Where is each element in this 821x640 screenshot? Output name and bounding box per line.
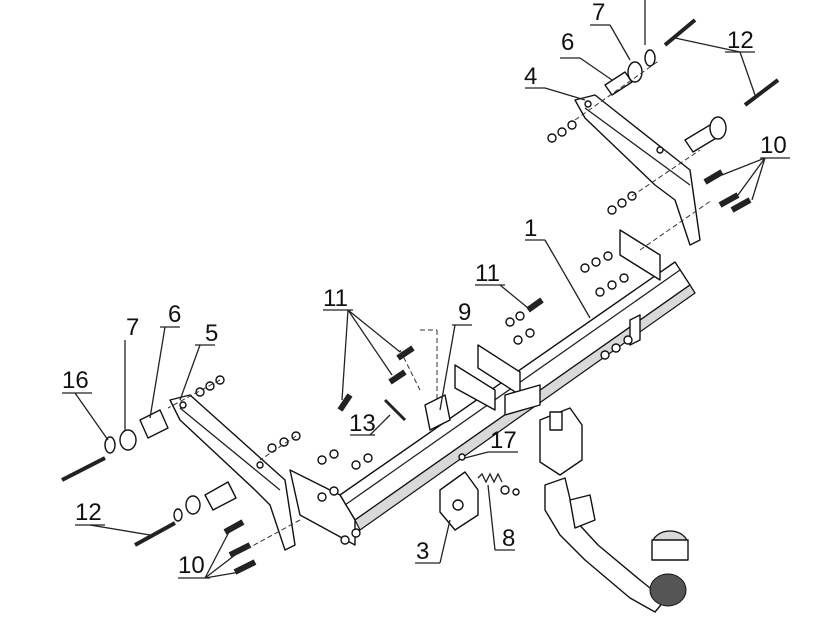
callout-3: 3: [416, 538, 429, 565]
callout-8: 8: [502, 525, 515, 552]
callout-16: 16: [62, 367, 89, 394]
callout-labels: 1 3 4 5 6 6 7 7 8 9 10 10 11 11 12 12 13…: [62, 0, 787, 579]
callout-12-right: 12: [727, 27, 754, 54]
callout-10-right: 10: [760, 132, 787, 159]
callout-7-left: 7: [126, 314, 139, 341]
callout-6-right: 6: [561, 29, 574, 56]
leader-lines: [62, 0, 790, 579]
long-bolts: [61, 18, 780, 547]
callout-17: 17: [490, 427, 517, 454]
callout-1: 1: [524, 215, 537, 242]
callout-4: 4: [524, 63, 537, 90]
main-crossbeam: [289, 229, 696, 546]
callout-11-left: 11: [323, 285, 348, 312]
callout-12-left: 12: [75, 499, 102, 526]
callout-6-left: 6: [168, 301, 181, 328]
short-bolts: [223, 169, 752, 575]
callout-9: 9: [458, 299, 471, 326]
spacers-right: [604, 49, 727, 153]
callout-11-right: 11: [475, 260, 500, 287]
callout-10-left: 10: [178, 552, 205, 579]
socket-plate: [439, 471, 479, 531]
towball-lock-housing: [539, 407, 583, 476]
bracket-plate-9: [424, 394, 451, 431]
spacers-left: [104, 409, 237, 522]
callout-7-right: 7: [592, 0, 605, 26]
right-side-bracket: [574, 94, 701, 246]
callout-13: 13: [349, 410, 376, 437]
callout-5: 5: [205, 320, 218, 347]
towball-neck: [544, 477, 689, 613]
left-side-bracket: [169, 394, 296, 551]
spring: [477, 472, 503, 484]
